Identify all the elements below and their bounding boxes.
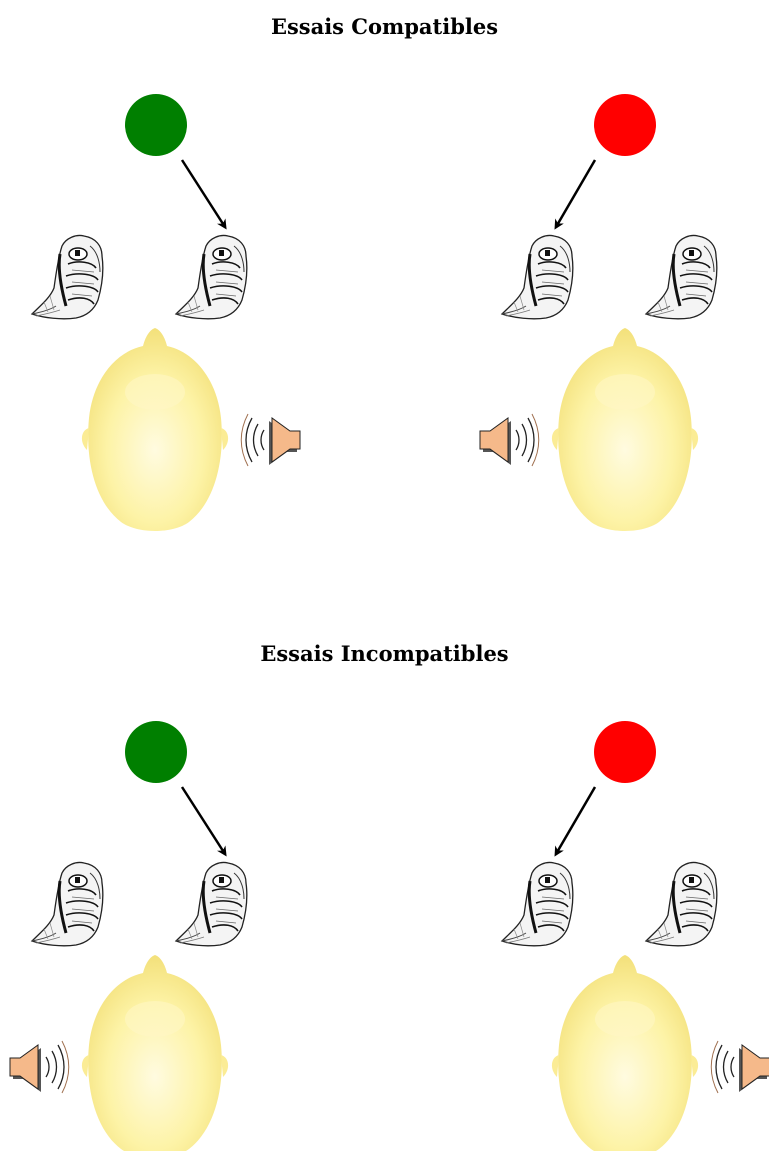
speaker-icon <box>480 414 539 466</box>
head-icon <box>552 328 698 531</box>
fist-icon-left <box>32 235 103 318</box>
arrow-icon <box>182 160 225 227</box>
fist-icon-right <box>176 862 247 945</box>
color-cue-icon <box>594 721 656 783</box>
fist-icon-left <box>32 862 103 945</box>
panel-incompatible-green <box>10 721 247 1151</box>
panel-compatible-green <box>32 94 300 531</box>
color-cue-icon <box>125 94 187 156</box>
head-icon <box>82 955 228 1151</box>
speaker-icon <box>10 1041 69 1093</box>
fist-icon-right <box>646 235 717 318</box>
panel-compatible-red <box>480 94 717 531</box>
arrow-icon <box>556 787 595 854</box>
fist-icon-right <box>176 235 247 318</box>
panel-incompatible-red <box>502 721 769 1151</box>
color-cue-icon <box>125 721 187 783</box>
head-icon <box>552 955 698 1151</box>
fist-icon-left <box>502 862 573 945</box>
head-icon <box>82 328 228 531</box>
speaker-icon <box>241 414 300 466</box>
fist-icon-left <box>502 235 573 318</box>
arrow-icon <box>182 787 225 854</box>
color-cue-icon <box>594 94 656 156</box>
speaker-icon <box>711 1041 769 1093</box>
arrow-icon <box>556 160 595 227</box>
fist-icon-right <box>646 862 717 945</box>
